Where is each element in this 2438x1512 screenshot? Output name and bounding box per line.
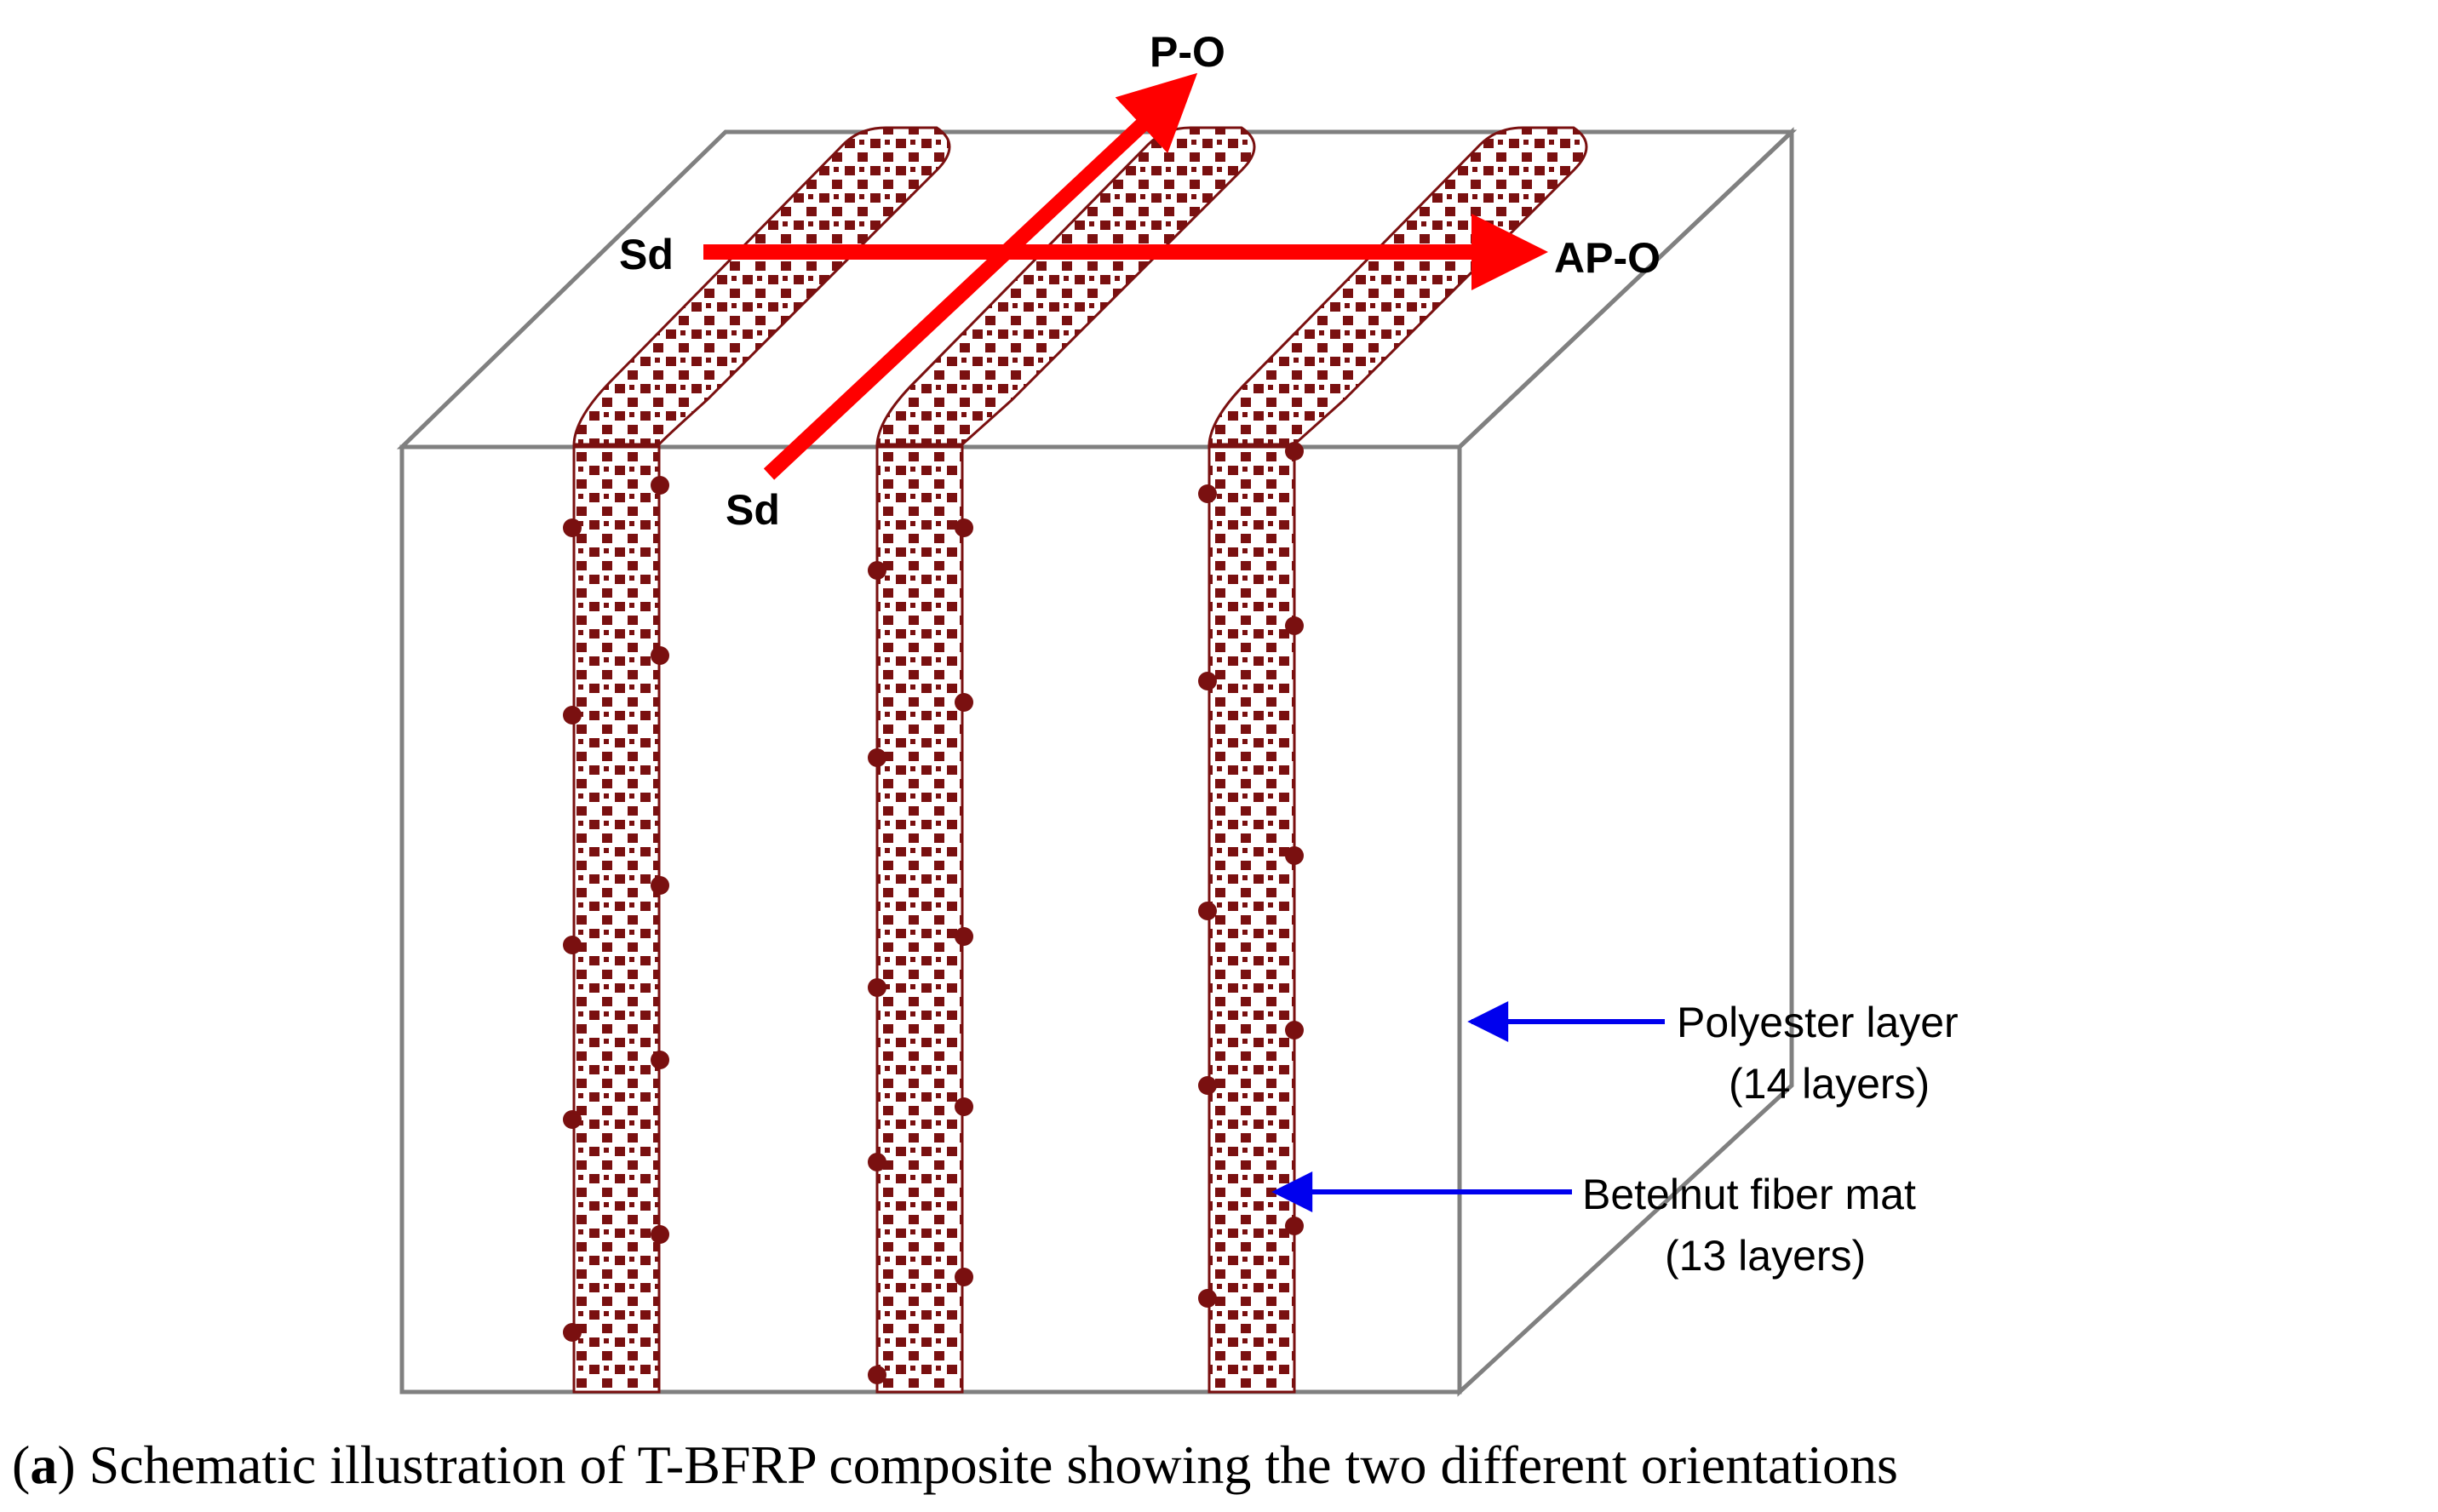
fiber-mat-top-3 xyxy=(1208,126,1588,446)
caption-open: ( xyxy=(12,1435,30,1495)
fiber-beads xyxy=(563,442,1304,1384)
caption-letter: a xyxy=(30,1435,57,1495)
fiber-mat-front-2 xyxy=(875,445,964,1394)
label-sd-top: Sd xyxy=(619,231,674,278)
label-sd-bottom: Sd xyxy=(726,486,780,534)
label-po: P-O xyxy=(1150,28,1225,76)
fiber-mat-front-strips xyxy=(572,445,1296,1394)
label-polyester-line2: (14 layers) xyxy=(1729,1060,1930,1108)
fiber-mat-top-2 xyxy=(875,126,1256,446)
figure-caption: (a) Schematic illustration of T-BFRP com… xyxy=(12,1435,1898,1495)
label-apo: AP-O xyxy=(1554,234,1661,282)
pointer-arrows xyxy=(1271,1001,1665,1212)
fiber-mat-top-1 xyxy=(572,126,951,446)
p-o-arrow xyxy=(763,72,1198,480)
label-betelnut-line2: (13 layers) xyxy=(1665,1232,1866,1280)
fiber-mat-front-1 xyxy=(572,445,661,1394)
caption-text: ) Schematic illustration of T-BFRP compo… xyxy=(57,1435,1898,1495)
block-right-face xyxy=(1457,127,1794,1397)
label-betelnut-line1: Betelnut fiber mat xyxy=(1582,1171,1916,1218)
fiber-mat-top-strips xyxy=(572,126,1588,446)
fiber-mat-front-3 xyxy=(1208,445,1296,1394)
orientation-arrows xyxy=(703,72,1548,480)
label-polyester-line1: Polyester layer xyxy=(1677,999,1959,1046)
